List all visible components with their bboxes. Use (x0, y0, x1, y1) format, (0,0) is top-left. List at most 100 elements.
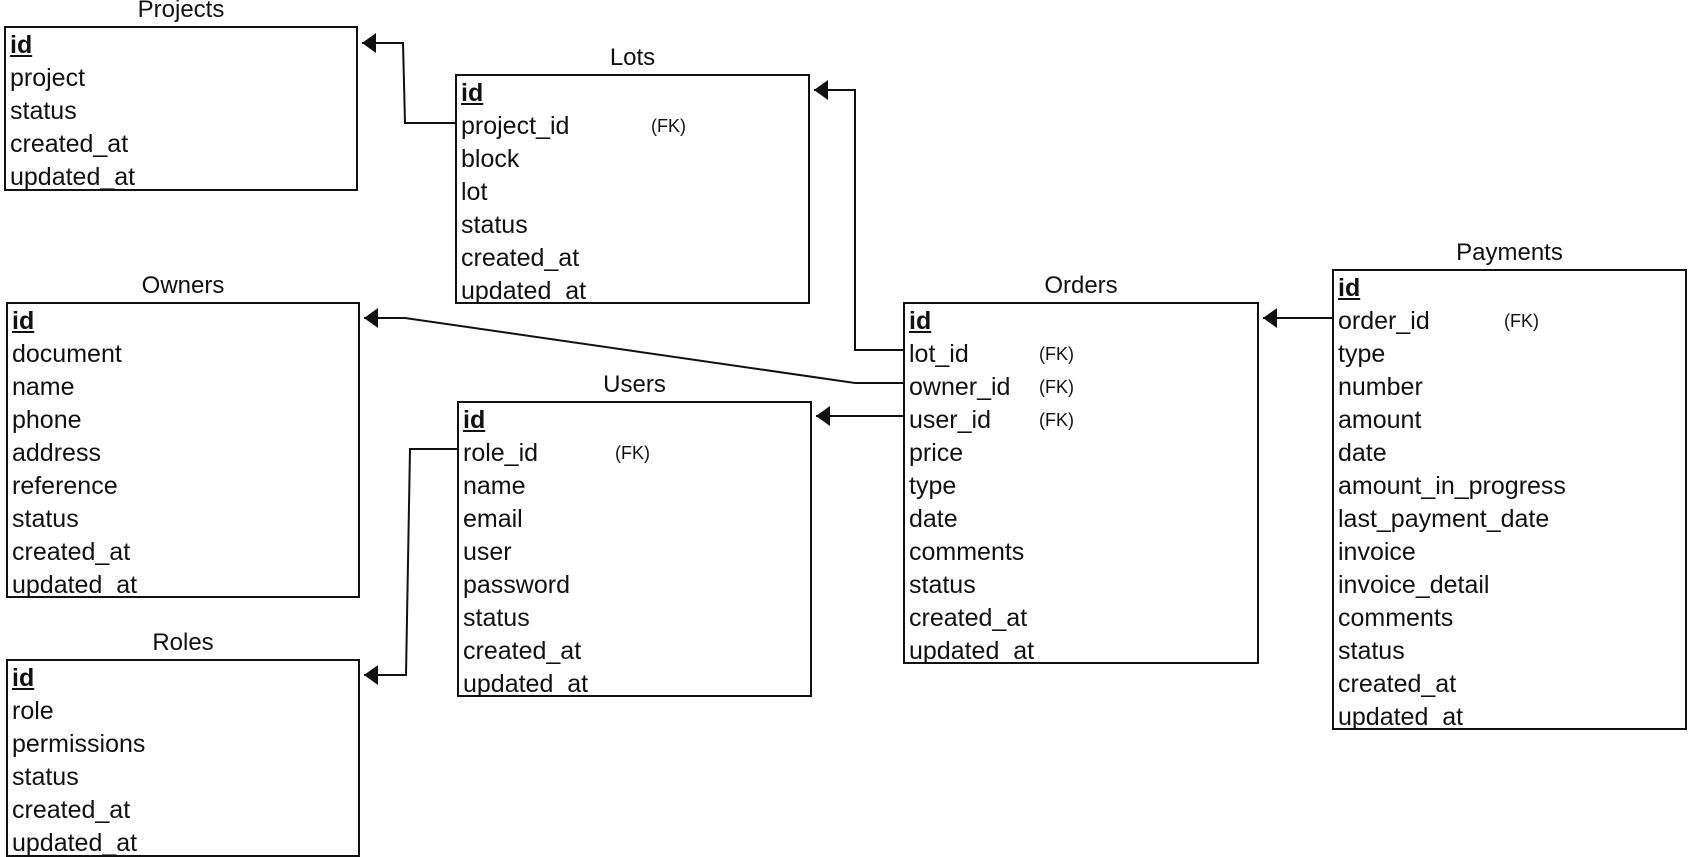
field-name: date (909, 505, 958, 533)
field-row: price (909, 437, 1257, 470)
foreign-key-field: project_id (FK) (461, 110, 808, 143)
relationship-users-roles-arrowhead (364, 665, 378, 685)
foreign-key-tag: (FK) (1039, 377, 1074, 397)
field-name: status (12, 763, 79, 791)
field-name: status (1338, 637, 1405, 665)
field-name: amount (1338, 406, 1422, 434)
entity-title: Lots (609, 44, 656, 71)
foreign-key-field: user_id(FK) (909, 404, 1257, 437)
field-name: status (10, 97, 77, 125)
field-name: document (12, 340, 122, 368)
relationship-users-roles-line (364, 448, 457, 676)
field-name: updated_at (12, 829, 138, 857)
field-name: id (461, 79, 484, 107)
field-row: invoice (1338, 536, 1685, 569)
field-name: comments (909, 538, 1025, 566)
field-row: project (10, 62, 356, 95)
field-name: status (909, 571, 976, 599)
field-name: email (463, 505, 523, 533)
field-row: updated_at (461, 275, 808, 308)
field-name: status (12, 505, 79, 533)
field-name: id (12, 307, 35, 335)
field-name: updated_at (461, 277, 587, 305)
field-name: created_at (12, 538, 131, 566)
field-row: updated_at (1338, 701, 1685, 734)
primary-key-field: id (12, 662, 358, 695)
field-row: comments (1338, 602, 1685, 635)
field-name: permissions (12, 730, 146, 758)
field-row: comments (909, 536, 1257, 569)
entity-title: Payments (1456, 239, 1563, 266)
field-row: status (12, 503, 358, 536)
field-row: last_payment_date (1338, 503, 1685, 536)
field-row: number (1338, 371, 1685, 404)
field-row: address (12, 437, 358, 470)
foreign-key-tag: (FK) (615, 443, 650, 463)
field-row: updated_at (12, 827, 358, 857)
field-row: document (12, 338, 358, 371)
field-name: id (909, 307, 932, 335)
field-row: created_at (12, 794, 358, 827)
field-row: status (12, 761, 358, 794)
field-name: order_id (1338, 307, 1430, 335)
primary-key-field: id (10, 29, 356, 62)
field-row: name (463, 470, 810, 503)
field-row: amount (1338, 404, 1685, 437)
foreign-key-tag: (FK) (1039, 410, 1074, 430)
entity-title: Orders (1044, 272, 1118, 299)
field-row: updated_at (10, 161, 356, 194)
field-name: user (463, 538, 512, 566)
field-row: user (463, 536, 810, 569)
field-name: reference (12, 472, 118, 500)
field-name: name (12, 373, 75, 401)
field-row: password (463, 569, 810, 602)
field-name: owner_id (909, 373, 1011, 401)
relationship-orders-owners-line (364, 317, 903, 384)
relationship-orders-lots-arrowhead (814, 80, 828, 100)
field-row: block (461, 143, 808, 176)
field-name: lot (461, 178, 488, 206)
foreign-key-tag: (FK) (651, 116, 686, 136)
relationship-orders-users-arrowhead (816, 406, 830, 426)
entity-title: Projects (137, 0, 225, 23)
relationship-lots-projects-arrowhead (362, 33, 376, 53)
field-row: status (1338, 635, 1685, 668)
field-row: created_at (909, 602, 1257, 635)
field-name: id (10, 31, 33, 59)
foreign-key-field: role_id(FK) (463, 437, 810, 470)
primary-key-field: id (12, 305, 358, 338)
entity-title: Users (603, 371, 666, 398)
field-name: updated_at (909, 637, 1035, 665)
field-row: status (463, 602, 810, 635)
field-name: id (12, 664, 35, 692)
field-name: project_id (461, 112, 570, 140)
foreign-key-tag: (FK) (1504, 311, 1539, 331)
field-name: created_at (1338, 670, 1457, 698)
entity-title: Roles (152, 629, 214, 656)
field-row: updated_at (909, 635, 1257, 668)
field-name: updated_at (12, 571, 138, 599)
field-row: updated_at (463, 668, 810, 701)
field-name: block (461, 145, 520, 173)
field-row: permissions (12, 728, 358, 761)
relationship-orders-lots-line (814, 89, 903, 351)
relationship-lots-projects-line (362, 42, 455, 124)
field-name: id (1338, 274, 1361, 302)
field-row: status (10, 95, 356, 128)
field-name: price (909, 439, 964, 467)
field-name: type (909, 472, 957, 500)
field-name: status (463, 604, 530, 632)
field-row: reference (12, 470, 358, 503)
relationship-payments-orders-arrowhead (1263, 308, 1277, 328)
field-name: lot_id (909, 340, 969, 368)
primary-key-field: id (463, 404, 810, 437)
